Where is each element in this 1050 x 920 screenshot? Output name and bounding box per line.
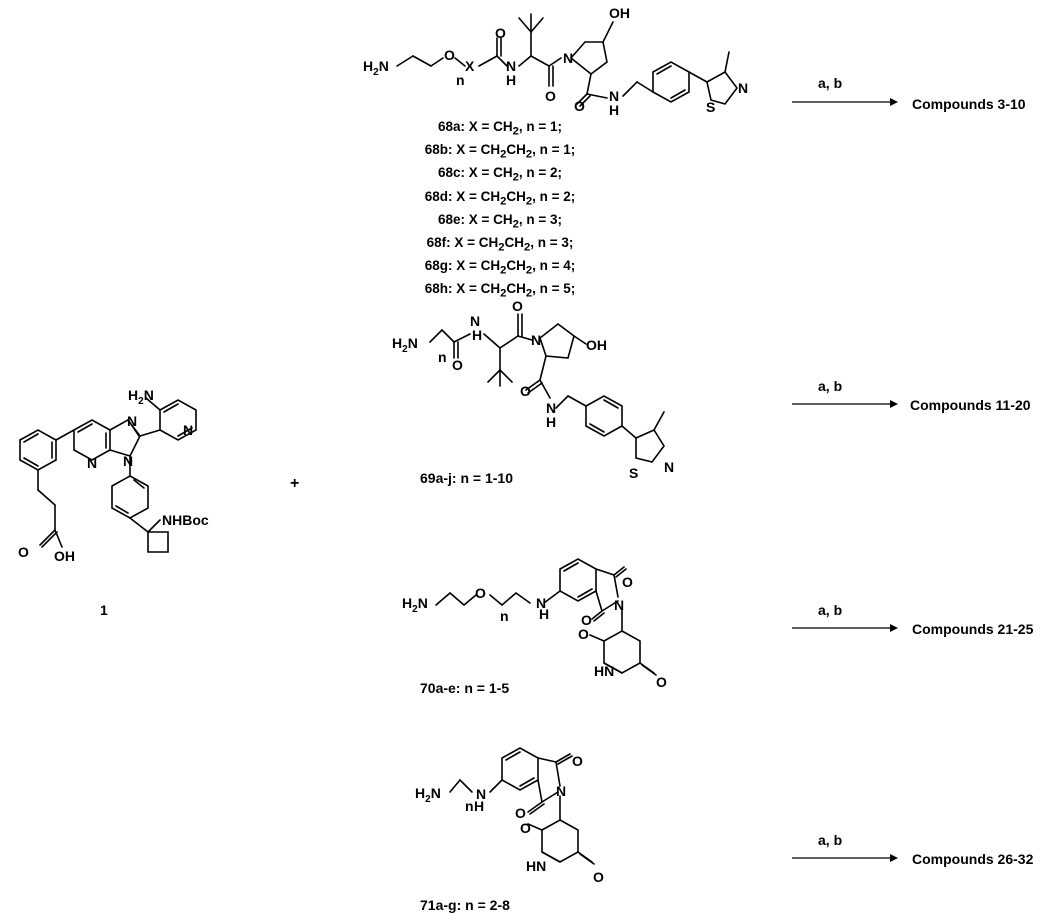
amine-68-x-label: X	[465, 58, 475, 74]
amine-71-nh-h-label: H	[474, 798, 485, 814]
compound-1-fused-n-label: N	[87, 455, 98, 471]
amine-69-h2n-label: H2N	[392, 335, 418, 355]
reaction-71-arrow	[790, 848, 900, 873]
reaction-69-arrow	[790, 394, 900, 419]
amine-68-thiazole-s-label: S	[706, 99, 716, 115]
amine-68-thiazole-n-label: N	[738, 80, 749, 96]
amine-71-structure	[449, 747, 595, 865]
amine-71-nh-label: N	[476, 786, 487, 802]
compound-1-acid-oh-label: OH	[54, 548, 75, 564]
amine-69-carbonyl-o-label: O	[512, 298, 523, 314]
amine-68-carbamate-o-label: O	[495, 25, 506, 41]
amine-70-glutarimide-nh-label: HN	[594, 663, 615, 679]
def-68g: 68g: X = CH2CH2, n = 4;	[424, 258, 576, 277]
amine-68-benzyl-nh-h-label: H	[609, 102, 620, 118]
amine-68-n-subscript: n	[456, 72, 465, 88]
compound-1-carbonyl-o-label: O	[18, 544, 29, 560]
amine-68-pyrrolidine-n-label: N	[563, 50, 574, 66]
def-68c: 68c: X = CH2, n = 2;	[437, 165, 563, 185]
amine-68-oh-label: OH	[609, 5, 630, 21]
reaction-68-product: Compounds 3-10	[912, 96, 1026, 112]
amine-69-bottom-o-label: O	[520, 383, 531, 399]
amine-71-glutarimide-o2-label: O	[593, 869, 604, 885]
amine-70-label: 70a-e: n = 1-5	[420, 680, 510, 696]
amine-68-benzyl-nh-label: N	[609, 88, 620, 104]
reaction-69-product: Compounds 11-20	[910, 397, 1031, 413]
amine-69-label: 69a-j: n = 1-10	[420, 470, 513, 486]
amine-70-h2n-label: H2N	[402, 595, 428, 615]
amine-68-definitions: 68a: X = CH2, n = 1; 68b: X = CH2CH2, n …	[345, 118, 655, 304]
amine-71-imide-o-top-label: O	[572, 753, 583, 769]
reaction-71-product: Compounds 26-32	[912, 851, 1034, 867]
amine-70-imide-n-label: N	[614, 597, 625, 613]
plus-sign: +	[290, 475, 300, 492]
compound-1-nhboc-label: NHBoc	[162, 512, 209, 528]
reaction-71-conditions: a, b	[818, 832, 843, 848]
amine-69-thiazole-s-label: S	[629, 465, 639, 481]
amine-69-structure	[429, 313, 665, 463]
amine-70-structure	[435, 558, 657, 676]
amine-70-imide-o-bottom-label: O	[581, 612, 592, 628]
compound-1-amine-label: H2N	[128, 387, 154, 407]
def-68e: 68e: X = CH2, n = 3;	[437, 211, 563, 231]
reaction-70-product: Compounds 21-25	[912, 621, 1034, 637]
compound-1-aryl-n-label: N	[123, 453, 134, 469]
amine-69-nh-label: N	[470, 313, 481, 329]
amine-68-nh-h-label: H	[506, 72, 517, 88]
amine-69-oh-label: OH	[586, 337, 607, 353]
amine-71-glutarimide-nh-label: HN	[526, 858, 547, 874]
reaction-70-arrow	[790, 618, 900, 643]
amine-70-imide-o-top-label: O	[622, 574, 633, 590]
def-68a: 68a: X = CH2, n = 1;	[437, 119, 563, 138]
amine-71-imide-n-label: N	[556, 783, 567, 799]
amine-69-nh-h-label: H	[472, 327, 483, 343]
reaction-68-conditions: a, b	[818, 75, 843, 91]
amine-71-n-subscript: n	[465, 798, 474, 814]
amine-69-amide-o-label: O	[452, 357, 463, 373]
amine-70-nh-h-label: H	[539, 606, 550, 622]
amine-70-nh-label: N	[536, 595, 547, 611]
amine-68-amide-o-label: O	[545, 88, 556, 104]
amine-69-benzyl-nh-h-label: H	[546, 414, 557, 430]
def-68d: 68d: X = CH2CH2, n = 2;	[424, 188, 576, 208]
amine-71-imide-o-bottom-label: O	[515, 805, 526, 821]
compound-1-number: 1	[100, 602, 108, 618]
reaction-70-conditions: a, b	[818, 602, 843, 618]
amine-70-n-subscript: n	[500, 608, 509, 624]
amine-69-thiazole-n-label: N	[664, 459, 675, 475]
amine-70-glutarimide-o2-label: O	[656, 674, 667, 690]
compound-1-imidazole-n-label: N	[127, 413, 138, 429]
amine-68-ether-o-label: O	[444, 47, 455, 63]
reaction-69-conditions: a, b	[818, 378, 843, 394]
def-68f: 68f: X = CH2CH2, n = 3;	[426, 234, 574, 254]
amine-70-glutarimide-o-label: O	[578, 626, 589, 642]
def-68h: 68h: X = CH2CH2, n = 5;	[424, 281, 576, 300]
amine-69-n-subscript: n	[438, 349, 447, 365]
reaction-68-arrow	[790, 92, 900, 117]
amine-71-label: 71a-g: n = 2-8	[420, 897, 510, 913]
amine-71-glutarimide-o-label: O	[520, 820, 531, 836]
amine-68-bottom-o-label: O	[574, 98, 585, 114]
amine-68-nh-label: N	[506, 58, 517, 74]
amine-70-ether-o-label: O	[475, 585, 486, 601]
def-68b: 68b: X = CH2CH2, n = 1;	[424, 142, 576, 161]
amine-68-h2n-label: H2N	[363, 58, 389, 78]
amine-69-pyrrolidine-n-label: N	[531, 332, 542, 348]
amine-71-h2n-label: H2N	[415, 785, 441, 805]
amine-68-structure	[396, 13, 738, 107]
amine-69-benzyl-nh-label: N	[546, 400, 557, 416]
compound-1-structure	[19, 397, 197, 553]
compound-1-pyridine-n-label: N	[183, 422, 194, 438]
